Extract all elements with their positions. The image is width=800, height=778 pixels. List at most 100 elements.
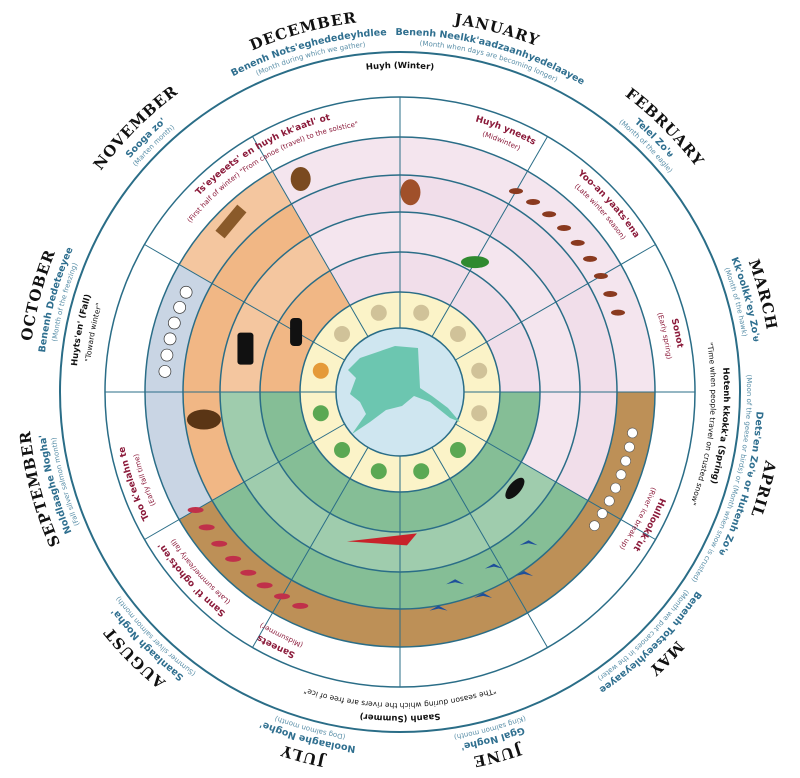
month-dene-name: Benenh Totseeyhleyaayee <box>597 589 703 695</box>
ice-chunk-icon <box>589 520 600 531</box>
tree-icon <box>312 362 329 379</box>
ring-cell <box>587 264 655 392</box>
ring-cell <box>400 547 509 609</box>
season-label: Huyh (Winter) <box>365 61 434 73</box>
month-divider <box>144 244 345 361</box>
salmon-icon <box>225 555 242 562</box>
ring-lines <box>59 51 741 733</box>
ring-cell <box>587 392 655 520</box>
ring-cell <box>310 212 400 271</box>
caribou-icon <box>526 198 541 205</box>
salmon-icon <box>240 569 257 576</box>
month-english-name: (Month we put canoes in the water) <box>596 588 690 682</box>
ring-cell <box>470 236 556 322</box>
caribou-icon <box>611 309 626 316</box>
tree-icon <box>370 304 387 321</box>
tree-icon <box>312 405 329 422</box>
ring-cell <box>212 482 310 580</box>
subseason-english: (Early spring) <box>655 311 673 360</box>
caribou-icon <box>542 211 557 218</box>
caribou-icon <box>570 239 585 246</box>
ring-cell <box>400 137 528 205</box>
month-divider <box>431 447 548 648</box>
ice-chunk-icon <box>604 495 615 507</box>
ring-cell <box>310 513 400 572</box>
ring-cell <box>490 204 588 302</box>
caribou-icon <box>603 290 618 297</box>
month-divider <box>455 244 656 361</box>
ice-chunk-icon <box>158 365 172 378</box>
snowmachine-icon <box>461 256 489 269</box>
tree-icon <box>449 441 466 458</box>
ring-cell <box>521 302 580 392</box>
caribou-icon <box>583 255 598 262</box>
moose-icon <box>186 409 221 430</box>
ice-chunk-icon <box>596 508 608 519</box>
salmon-icon <box>256 582 273 589</box>
month-name: FEBRUARY <box>622 84 708 170</box>
tree-icon <box>471 362 488 379</box>
activity-icons <box>158 167 638 611</box>
ice-chunk-icon <box>620 455 631 467</box>
ring-cell <box>179 171 292 284</box>
fish-wheel-person-icon <box>237 332 254 365</box>
bird-icon <box>429 605 448 611</box>
month-divider <box>252 447 369 648</box>
salmon-icon <box>187 507 204 513</box>
ring-cell <box>555 283 617 392</box>
caribou-icon <box>509 188 523 195</box>
ring-cell <box>145 392 213 520</box>
ice-chunk-icon <box>179 285 193 299</box>
ice-chunk-icon <box>615 469 627 480</box>
ring-cell <box>470 462 556 548</box>
ring-cell <box>244 462 330 548</box>
alaska-map <box>348 346 460 434</box>
tree-icon <box>471 405 488 422</box>
ring-cell <box>291 547 400 609</box>
salmon-icon <box>274 593 290 600</box>
tree-icon <box>370 463 387 480</box>
canoe-icon <box>346 533 417 546</box>
month-divider <box>252 136 369 337</box>
season-label: Saanh (Summer) <box>359 711 441 723</box>
ice-chunk-icon <box>624 441 635 453</box>
bird-icon <box>519 540 538 546</box>
bird-icon <box>515 571 534 577</box>
ring-cell <box>183 283 245 392</box>
ice-chunk-icon <box>167 316 181 330</box>
ring-cell <box>400 513 490 572</box>
salmon-icon <box>211 540 228 547</box>
ring-cell <box>330 252 400 306</box>
ring-cell <box>244 236 330 322</box>
ring-cell <box>400 252 470 306</box>
ring-cell <box>486 392 540 462</box>
ice-chunk-icon <box>627 427 638 439</box>
ring-cell <box>400 212 490 271</box>
tree-icon <box>413 463 430 480</box>
salmon-icon <box>198 524 215 531</box>
ring-cell <box>400 478 470 532</box>
ring-cell <box>145 264 213 392</box>
beaver-icon <box>290 167 311 192</box>
caribou-icon <box>593 273 608 279</box>
fox-icon <box>400 179 421 206</box>
season-quote: "The season during which the rivers are … <box>303 686 498 710</box>
ice-chunk-icon <box>163 332 177 346</box>
bird-icon <box>484 563 503 569</box>
bird-icon <box>474 592 493 598</box>
ring-cell <box>260 392 314 462</box>
ice-chunk-icon <box>160 348 174 362</box>
ice-chunk-icon <box>610 482 621 494</box>
caribou-icon <box>557 224 572 231</box>
ring-cell <box>486 322 540 392</box>
ring-cell <box>521 392 580 482</box>
walking-person-icon <box>290 318 303 346</box>
ring-cell <box>450 442 522 514</box>
skier-icon <box>505 477 525 500</box>
ring-cell <box>291 175 400 237</box>
ring-cell <box>212 204 310 302</box>
tree-icon <box>334 441 351 458</box>
ring-cell <box>220 392 279 482</box>
month-divider <box>431 136 548 337</box>
